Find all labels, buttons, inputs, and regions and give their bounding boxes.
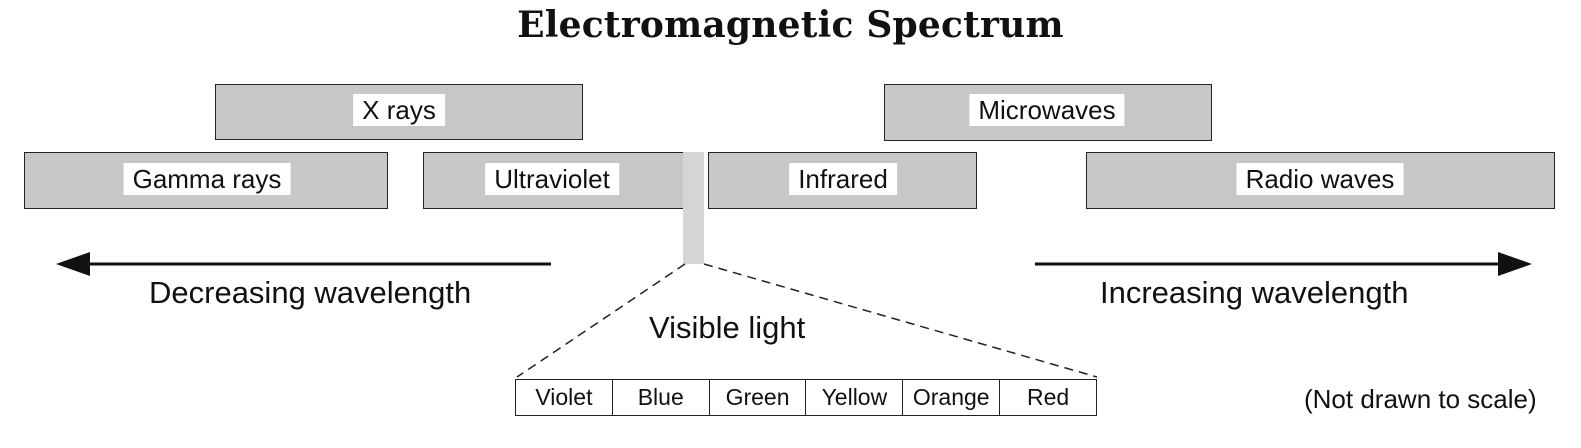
- increasing-wavelength-label: Increasing wavelength: [1100, 275, 1409, 310]
- diagram-title: Electromagnetic Spectrum: [517, 4, 1064, 46]
- visible-light-strip: [683, 152, 704, 264]
- zoom-line-right: [703, 263, 1098, 378]
- band-label-infrared: Infrared: [789, 163, 897, 195]
- scale-note: (Not drawn to scale): [1304, 384, 1537, 414]
- zoom-line-left: [516, 263, 686, 378]
- visible-color-table: Violet Blue Green Yellow Orange Red: [515, 379, 1097, 416]
- band-label-gamma-rays: Gamma rays: [123, 163, 291, 195]
- color-cell-red: Red: [1026, 384, 1070, 410]
- decreasing-wavelength-label: Decreasing wavelength: [149, 275, 472, 310]
- decreasing-arrow-head: [56, 252, 90, 276]
- band-label-radio-waves: Radio waves: [1236, 163, 1404, 195]
- color-cell-orange: Orange: [903, 380, 1001, 415]
- color-cell-blue: Blue: [613, 380, 710, 415]
- increasing-arrow-head: [1498, 252, 1532, 276]
- visible-light-title: Visible light: [649, 310, 806, 345]
- color-cell-violet: Violet: [516, 380, 613, 415]
- band-radio-waves: [1086, 152, 1555, 209]
- color-cell-yellow: Yellow: [806, 380, 904, 415]
- band-label-microwaves: Microwaves: [969, 94, 1125, 126]
- color-cell-green: Green: [710, 380, 807, 415]
- band-label-x-rays: X rays: [353, 94, 445, 126]
- band-label-ultraviolet: Ultraviolet: [485, 163, 619, 195]
